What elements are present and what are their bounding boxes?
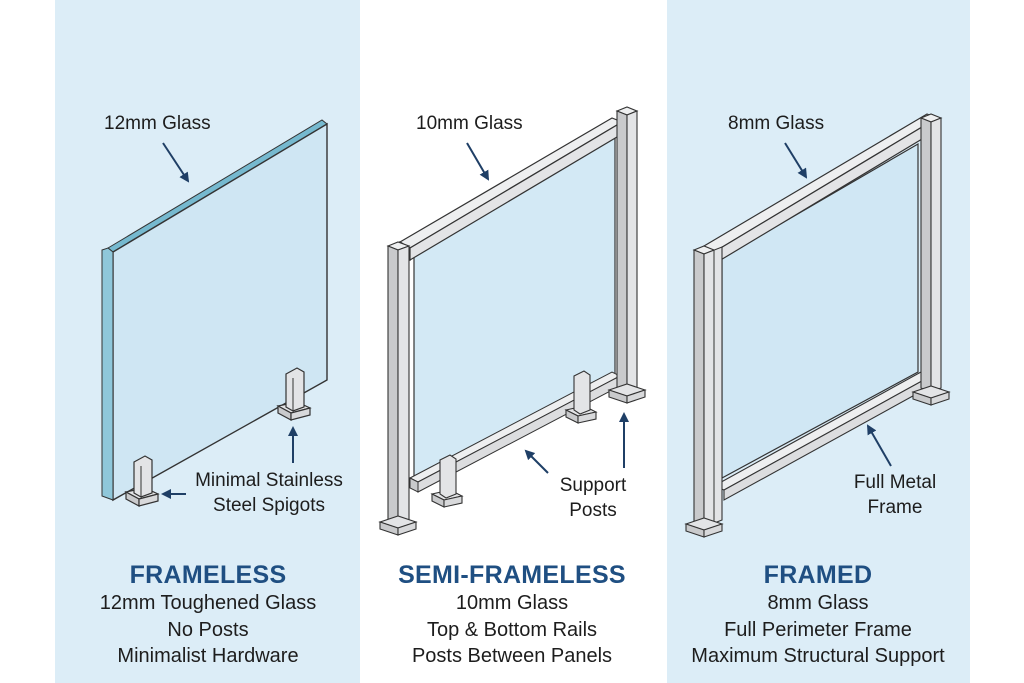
arrow-semi-glass [466, 142, 490, 181]
frameless-description: 12mm Toughened Glass No Posts Minimalist… [48, 590, 368, 670]
semi-glass-callout: 10mm Glass [416, 113, 523, 134]
frameless-glass-callout: 12mm Glass [104, 113, 211, 134]
spigot-right [276, 367, 312, 422]
semi-frameless-line-2: Top & Bottom Rails [426, 618, 598, 641]
spigot-callout-line1: Minimal Stainless [195, 470, 343, 491]
spigot-left [124, 455, 160, 508]
metal-frame-callout-line2: Frame [867, 497, 923, 518]
framed-glass-callout: 8mm Glass [728, 113, 825, 134]
support-posts-callout-line1: Support [559, 475, 627, 496]
arrow-framed-glass [784, 142, 808, 179]
semi-frameless-line-3: Posts Between Panels [411, 645, 613, 667]
framed-line-2: Full Perimeter Frame [724, 618, 912, 641]
framed-illustration [684, 113, 951, 538]
framed-title: FRAMED [763, 561, 873, 589]
frameless-title: FRAMELESS [129, 561, 287, 589]
support-posts-callout-line2: Posts [569, 500, 617, 521]
semi-frameless-description: 10mm Glass Top & Bottom Rails Posts Betw… [352, 590, 672, 670]
spigot-callout-line2: Steel Spigots [213, 495, 325, 516]
arrow-metal-frame [867, 424, 892, 467]
frameless-line-2: No Posts [167, 618, 249, 641]
semi-frameless-title: SEMI-FRAMELESS [398, 561, 626, 589]
frameless-glass-illustration [101, 119, 328, 502]
framed-line-3: Maximum Structural Support [691, 645, 945, 667]
semi-frameless-illustration [378, 106, 647, 536]
frameless-line-1: 12mm Toughened Glass [99, 592, 317, 614]
frameless-line-3: Minimalist Hardware [117, 645, 299, 667]
metal-frame-callout-line1: Full Metal [853, 472, 937, 493]
framed-description: 8mm Glass Full Perimeter Frame Maximum S… [658, 590, 978, 670]
arrow-frameless-glass [162, 142, 190, 183]
arrow-support-post-left [524, 449, 549, 474]
framed-line-1: 8mm Glass [767, 592, 869, 614]
semi-frameless-line-1: 10mm Glass [455, 592, 569, 614]
